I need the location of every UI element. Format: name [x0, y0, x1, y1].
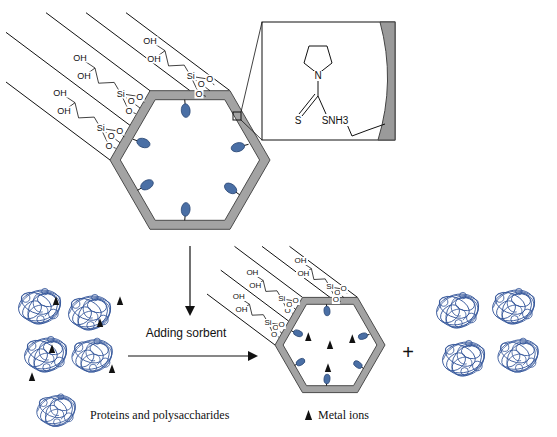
ligand-group: [324, 374, 331, 384]
channel-wall-line: [6, 32, 130, 125]
ligand-group: [136, 137, 152, 150]
hydroxyl-label: OH: [294, 257, 308, 265]
channel-wall-line: [262, 246, 330, 297]
hydroxyl-label: OH: [76, 72, 92, 81]
process-arrow: [189, 246, 190, 314]
ligand-group: [324, 306, 331, 316]
oxygen-label: O: [278, 321, 286, 329]
protein-cluster: [15, 286, 541, 382]
ligand-group: [181, 202, 191, 216]
legend-text: Metal ions: [318, 409, 369, 422]
hydroxyl-label: OH: [72, 54, 88, 63]
ligand-group: [223, 181, 239, 196]
oxygen-label: O: [339, 285, 347, 293]
metal-ion: [327, 340, 333, 349]
silicon-label: Si: [116, 89, 126, 98]
nitrogen-label: N: [313, 71, 322, 81]
channel-wall-line: [290, 246, 358, 297]
ammonium-label: SNH3: [321, 116, 350, 126]
ligand-group: [293, 329, 304, 338]
inset-detail: [262, 22, 395, 140]
oxygen-label: O: [115, 127, 124, 136]
hydroxyl-label: OH: [235, 306, 249, 314]
zoom-leader: [241, 22, 262, 112]
oxygen-label: O: [124, 107, 133, 116]
silica-pore-wall: [110, 91, 270, 230]
sulfur-label: S: [294, 116, 303, 126]
zoom-box: [233, 112, 241, 120]
hydroxyl-label: OH: [146, 54, 162, 63]
channel-wall-line: [221, 270, 289, 321]
silica-pore-channel: [120, 100, 259, 221]
oxygen-label: O: [135, 92, 144, 101]
metal-ions: [29, 296, 123, 381]
oxygen-label: O: [284, 307, 292, 315]
hydroxyl-label: OH: [52, 88, 68, 97]
metal-ion: [349, 334, 355, 343]
silica-pore-channel: [283, 304, 377, 385]
plus-sign: +: [401, 342, 415, 362]
oxygen-label: O: [291, 297, 299, 305]
oxygen-label: O: [332, 296, 340, 304]
legend-text: Proteins and polysaccharides: [90, 409, 229, 422]
ligand-group: [358, 332, 369, 340]
channel-wall-line: [6, 82, 110, 160]
legend-ion-icon: [305, 410, 312, 420]
ligand-group: [139, 178, 155, 192]
ligand-group: [230, 141, 245, 153]
silica-pore-wall: [275, 297, 385, 392]
channel-wall-line: [235, 246, 303, 297]
metal-ion: [325, 363, 331, 372]
oxygen-label: O: [205, 75, 214, 84]
legend-protein-icon: [34, 391, 79, 432]
oxygen-label: O: [270, 331, 278, 339]
ligand-group: [181, 103, 191, 117]
silicon-label: Si: [186, 72, 196, 81]
zoom-leader: [241, 120, 262, 140]
oxygen-label: O: [104, 141, 113, 150]
hydroxyl-label: OH: [56, 106, 72, 115]
oxygen-label: O: [194, 89, 203, 98]
hydroxyl-label: OH: [245, 269, 259, 277]
metal-ion: [305, 332, 311, 341]
channel-wall-line: [126, 13, 230, 91]
hydroxyl-label: OH: [248, 282, 262, 290]
process-arrow: [128, 355, 256, 356]
hydroxyl-label: OH: [232, 293, 246, 301]
ligand-group: [295, 357, 306, 367]
hydroxyl-label: OH: [142, 36, 158, 45]
channel-wall-line: [86, 13, 190, 91]
ligand-group: [352, 359, 363, 369]
silicon-label: Si: [96, 124, 106, 133]
hydroxyl-label: OH: [296, 270, 310, 278]
step-label: Adding sorbent: [145, 327, 228, 339]
